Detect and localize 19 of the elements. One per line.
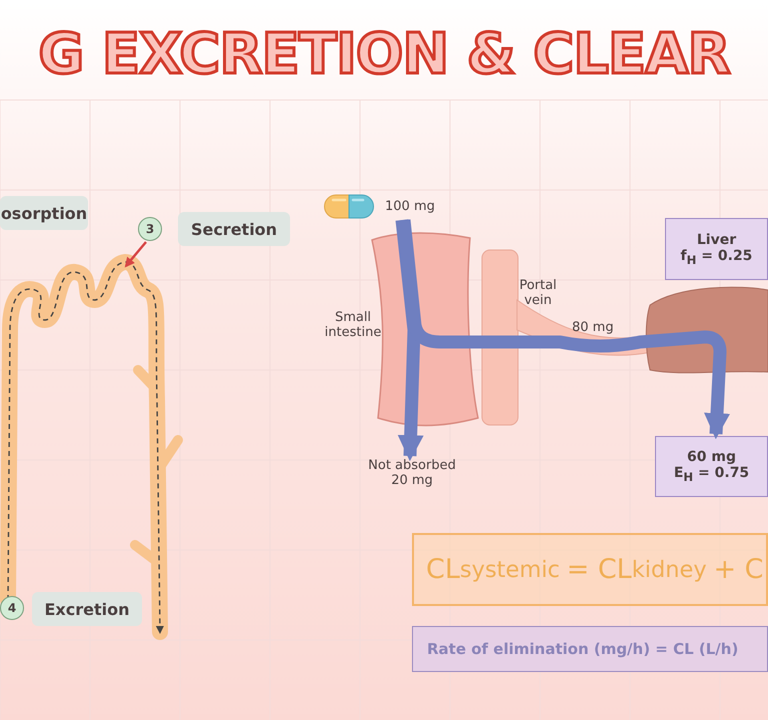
capsule-icon	[325, 195, 373, 218]
organ-label: Portal vein	[518, 278, 558, 308]
formula-text: Rate of elimination (mg/h) = CL (L/h)	[412, 626, 768, 672]
page-title: G EXCRETION & CLEAR	[37, 22, 731, 87]
flow-arrow	[396, 219, 424, 462]
edge-label: 80 mg	[572, 320, 614, 335]
dose-label: 100 mg	[385, 199, 435, 214]
organ-label: Small intestine	[324, 310, 382, 340]
stage-tag: osorption	[0, 196, 88, 230]
step-number: 3	[138, 217, 162, 241]
panel-value: f$_{H}$ = 0.25	[680, 248, 752, 266]
info-panel	[655, 436, 768, 497]
panel-heading: 60 mg	[687, 449, 736, 466]
info-panel	[665, 218, 768, 280]
flow-label: Not absorbed 20 mg	[360, 458, 464, 498]
panel-heading: Liver	[696, 232, 736, 248]
panel-value: E$_{H}$ = 0.75	[674, 465, 750, 484]
flow-arrow	[398, 219, 730, 440]
stage-tag: Secretion	[178, 212, 290, 246]
